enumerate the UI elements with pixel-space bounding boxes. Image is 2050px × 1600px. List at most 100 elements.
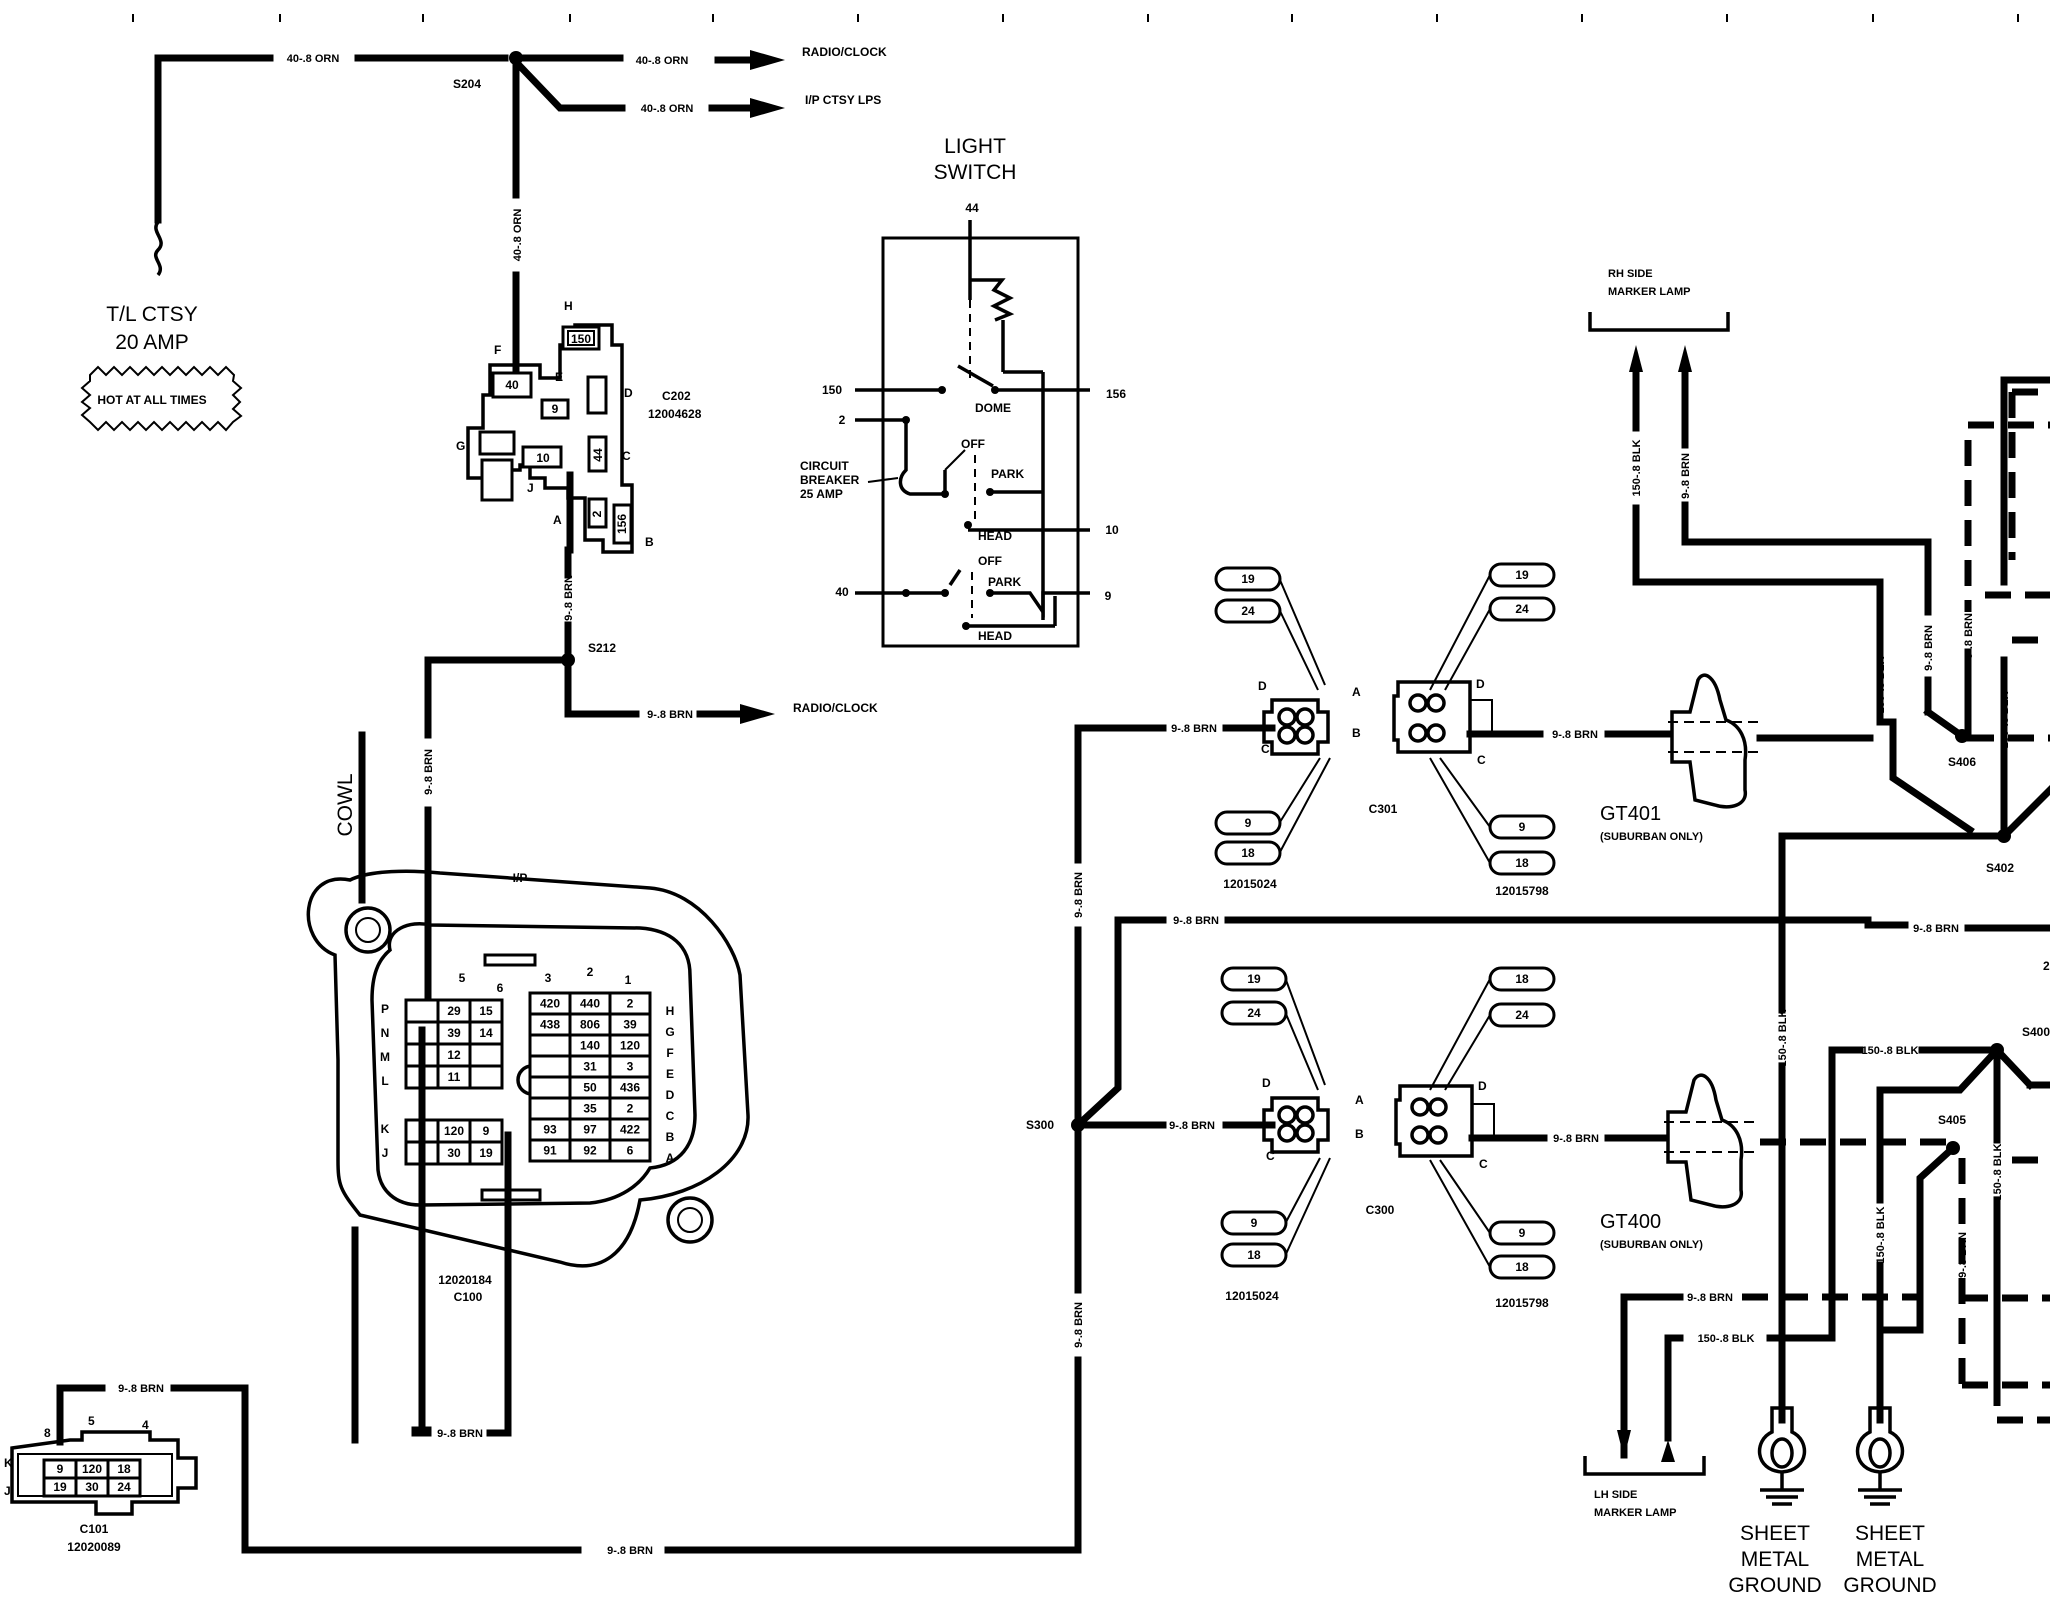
- off-label: OFF: [961, 437, 985, 451]
- cavity-number: 120: [620, 1039, 640, 1053]
- splice-label: S204: [453, 77, 481, 91]
- pin-pill: 9: [1519, 820, 1526, 834]
- wire-label: 150-.8 BLK: [1631, 440, 1643, 497]
- circuit-breaker-label-2: BREAKER: [800, 473, 860, 487]
- cavity-number: 140: [580, 1039, 600, 1053]
- fuse-name: T/L CTSY: [106, 303, 197, 326]
- wire-label: 40-.8 ORN: [636, 55, 689, 67]
- pin-pill: 24: [1515, 602, 1529, 616]
- c101-pin: K: [4, 1456, 13, 1470]
- wire-label: 9-.8 BRN: [1913, 923, 1959, 935]
- cavity-number: 14: [479, 1026, 493, 1040]
- conn-letter: A: [1352, 685, 1361, 699]
- splice-label: S406: [1948, 755, 1976, 769]
- lamp-gt401: GT401 (SUBURBAN ONLY): [1600, 673, 1874, 843]
- wire-label: 9-.8 BRN: [1957, 1232, 1969, 1278]
- cavity-number: 15: [479, 1004, 493, 1018]
- radio-clock-label-2: RADIO/CLOCK: [793, 701, 878, 715]
- c101-pin: 4: [142, 1418, 149, 1432]
- conn-letter: C: [1477, 753, 1486, 767]
- c100-row-label: D: [666, 1088, 675, 1102]
- conn-letter: B: [1352, 726, 1361, 740]
- fuse-rating: 20 AMP: [115, 331, 189, 354]
- c202-pin-letter: J: [527, 481, 534, 495]
- c202-cell: 9: [552, 402, 559, 416]
- c100-row-label: N: [381, 1026, 390, 1040]
- wire-label: 9-.8 BRN: [1687, 1292, 1733, 1304]
- pin-label: 156: [1106, 387, 1126, 401]
- splice-label: S400: [2022, 1025, 2050, 1039]
- cavity-number: 30: [447, 1146, 461, 1160]
- c100-name: C100: [454, 1290, 483, 1304]
- cavity-number: 11: [448, 1070, 461, 1084]
- wire-label: 9-.8 BRN: [1680, 453, 1692, 499]
- pin-pill: 18: [1515, 856, 1529, 870]
- wire-label: 9-.8 BRN: [423, 749, 435, 795]
- rh-marker-label: RH SIDE: [1608, 268, 1653, 280]
- pin-pill: 24: [1247, 1006, 1261, 1020]
- cavity-number: 9: [483, 1124, 490, 1138]
- c202-pin-letter: H: [564, 299, 573, 313]
- cavity-number: 438: [540, 1018, 560, 1032]
- cavity-number: 19: [53, 1480, 67, 1494]
- cavity-number: 422: [620, 1123, 640, 1137]
- splice-label: S212: [588, 641, 616, 655]
- c300-name: C300: [1366, 1203, 1395, 1217]
- wire-label: 150-.8 BLK: [1698, 1333, 1755, 1345]
- cavity-number: 420: [540, 997, 560, 1011]
- ground-label: SHEET: [1740, 1522, 1810, 1545]
- c100-row-label: A: [666, 1151, 675, 1165]
- wire-label: 9-.8 BRN: [1552, 729, 1598, 741]
- wire-label: 9-.8 BRN: [1169, 1120, 1215, 1132]
- pin-pill: 18: [1515, 1260, 1529, 1274]
- wire-label: 150-.8 BLK: [1875, 1207, 1887, 1264]
- c202-cell: 150: [571, 332, 591, 346]
- cavity-number: 436: [620, 1081, 640, 1095]
- circuit-breaker-label: CIRCUIT: [800, 459, 849, 473]
- suburban-only-label-2: (SUBURBAN ONLY): [1600, 1239, 1703, 1251]
- wire-label: 150-.8 BLK: [1875, 657, 1887, 714]
- c100-row-label: K: [381, 1122, 390, 1136]
- pin-label: 2: [839, 413, 846, 427]
- ground-label: SHEET: [1855, 1522, 1925, 1545]
- c100-row-label: P: [381, 1002, 389, 1016]
- c100-row-label: L: [381, 1074, 388, 1088]
- off-label-2: OFF: [978, 554, 1002, 568]
- wire-label: 150-.8 BLK: [1992, 1144, 2004, 1201]
- wire-label: 150-.8 BLK: [1999, 692, 2011, 749]
- pin-pill: 9: [1245, 816, 1252, 830]
- rh-side-marker-lamp: RH SIDE MARKER LAMP 150-.8 BLK 9-.8 BRN …: [1588, 268, 1975, 835]
- pin-pill: 9: [1519, 1226, 1526, 1240]
- c101-pin: 5: [88, 1414, 95, 1428]
- lamp-gt400: GT400 (SUBURBAN ONLY): [1600, 1073, 1950, 1251]
- pin-label: 44: [965, 201, 979, 215]
- wire-label: 9-.8 BRN: [1553, 1133, 1599, 1145]
- wire-label: 9-.8 BRN: [1073, 872, 1085, 918]
- wire-label: 9-.8 BRN: [1173, 915, 1219, 927]
- cavity-number: 440: [580, 997, 600, 1011]
- c202-part-number: 12004628: [648, 407, 702, 421]
- c100-row-label: E: [666, 1067, 674, 1081]
- cavity-number: 120: [444, 1124, 464, 1138]
- splice-label: S300: [1026, 1118, 1054, 1132]
- c100-row-label: C: [666, 1109, 675, 1123]
- pin-pill: 24: [1515, 1008, 1529, 1022]
- ground-label-2: METAL: [1741, 1548, 1809, 1571]
- cavity: [528, 1033, 572, 1058]
- wire-label: 9-.8 BRN: [437, 1428, 483, 1440]
- c101-pin: 8: [44, 1426, 51, 1440]
- head-label: HEAD: [978, 529, 1012, 543]
- cavity-number: 18: [117, 1462, 131, 1476]
- wire-label: 9-.8 BRN: [607, 1545, 653, 1557]
- c100-row-label: J: [382, 1146, 389, 1160]
- cavity-number: 9: [57, 1462, 64, 1476]
- cavity-number: 12: [447, 1048, 461, 1062]
- splice-s212: 9-.8 BRN S212 9-.8 BRN RADIO/CLOCK 9-.8 …: [423, 546, 878, 1034]
- cavity: [106, 1476, 142, 1498]
- ground-label-3: GROUND: [1728, 1574, 1821, 1597]
- wire-label: 150-.8 BLK: [1862, 1045, 1919, 1057]
- c202-pin-letter: D: [624, 386, 633, 400]
- cavity-number: 3: [627, 1060, 634, 1074]
